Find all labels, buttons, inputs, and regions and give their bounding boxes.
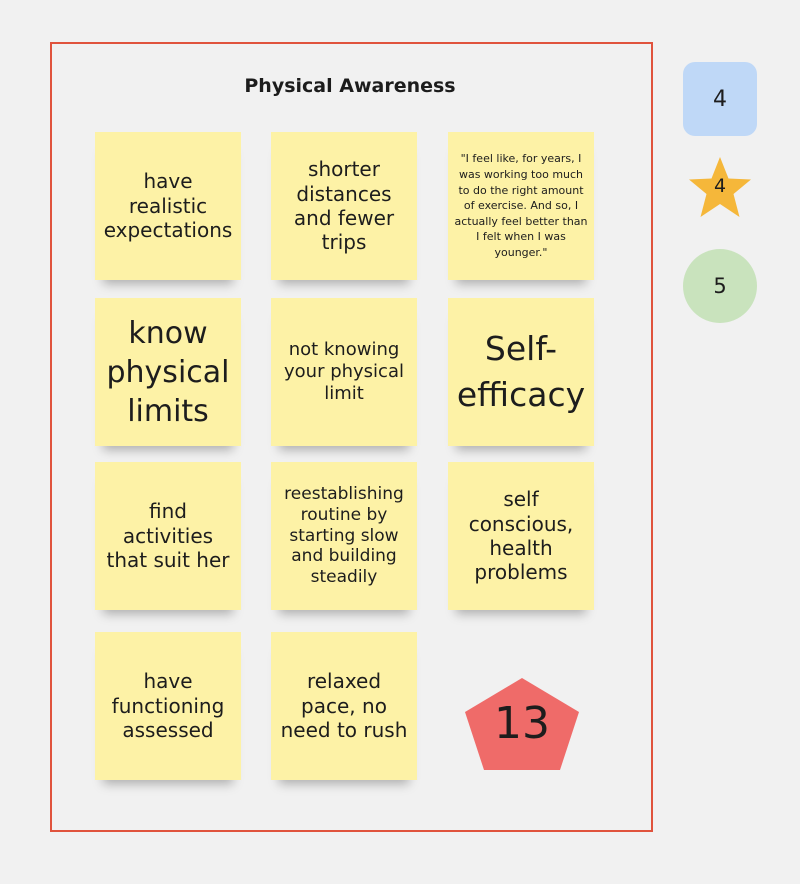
sticky-note[interactable]: have functioning assessed bbox=[95, 632, 241, 780]
sticky-note-text: know physical limits bbox=[106, 315, 230, 429]
sticky-note[interactable]: shorter distances and fewer trips bbox=[271, 132, 417, 280]
square-vote-count: 4 bbox=[713, 86, 727, 112]
sticky-note[interactable]: self conscious, health problems bbox=[448, 462, 594, 610]
circle-vote-count: 5 bbox=[713, 274, 727, 298]
sticky-note-text: find activities that suit her bbox=[106, 499, 230, 573]
sticky-note[interactable]: not knowing your physical limit bbox=[271, 298, 417, 446]
star-vote-count: 4 bbox=[713, 175, 727, 197]
sticky-note[interactable]: reestablishing routine by starting slow … bbox=[271, 462, 417, 610]
sticky-note[interactable]: Self-efficacy bbox=[448, 298, 594, 446]
sticky-note[interactable]: know physical limits bbox=[95, 298, 241, 446]
sticky-note[interactable]: relaxed pace, no need to rush bbox=[271, 632, 417, 780]
square-vote-badge[interactable]: 4 bbox=[683, 62, 757, 136]
sticky-note-text: shorter distances and fewer trips bbox=[293, 157, 395, 255]
pentagon-count: 13 bbox=[494, 698, 550, 749]
circle-vote-badge[interactable]: 5 bbox=[683, 249, 757, 323]
frame-title: Physical Awareness bbox=[244, 75, 456, 97]
sticky-note-text: not knowing your physical limit bbox=[284, 339, 404, 404]
sticky-note-text: self conscious, health problems bbox=[468, 487, 574, 585]
sticky-note-text: have functioning assessed bbox=[111, 669, 225, 743]
sticky-note-text: Self-efficacy bbox=[456, 328, 586, 414]
sticky-note[interactable]: have realistic expectations bbox=[95, 132, 241, 280]
sticky-note-text: reestablishing routine by starting slow … bbox=[284, 484, 404, 588]
sticky-note-text: have realistic expectations bbox=[103, 169, 233, 243]
pentagon-shape[interactable] bbox=[463, 676, 581, 772]
sticky-note[interactable]: "I feel like, for years, I was working t… bbox=[448, 132, 594, 280]
sticky-note[interactable]: find activities that suit her bbox=[95, 462, 241, 610]
sticky-note-text: relaxed pace, no need to rush bbox=[280, 669, 408, 743]
star-icon[interactable] bbox=[686, 155, 754, 223]
sticky-note-text: "I feel like, for years, I was working t… bbox=[454, 152, 588, 260]
